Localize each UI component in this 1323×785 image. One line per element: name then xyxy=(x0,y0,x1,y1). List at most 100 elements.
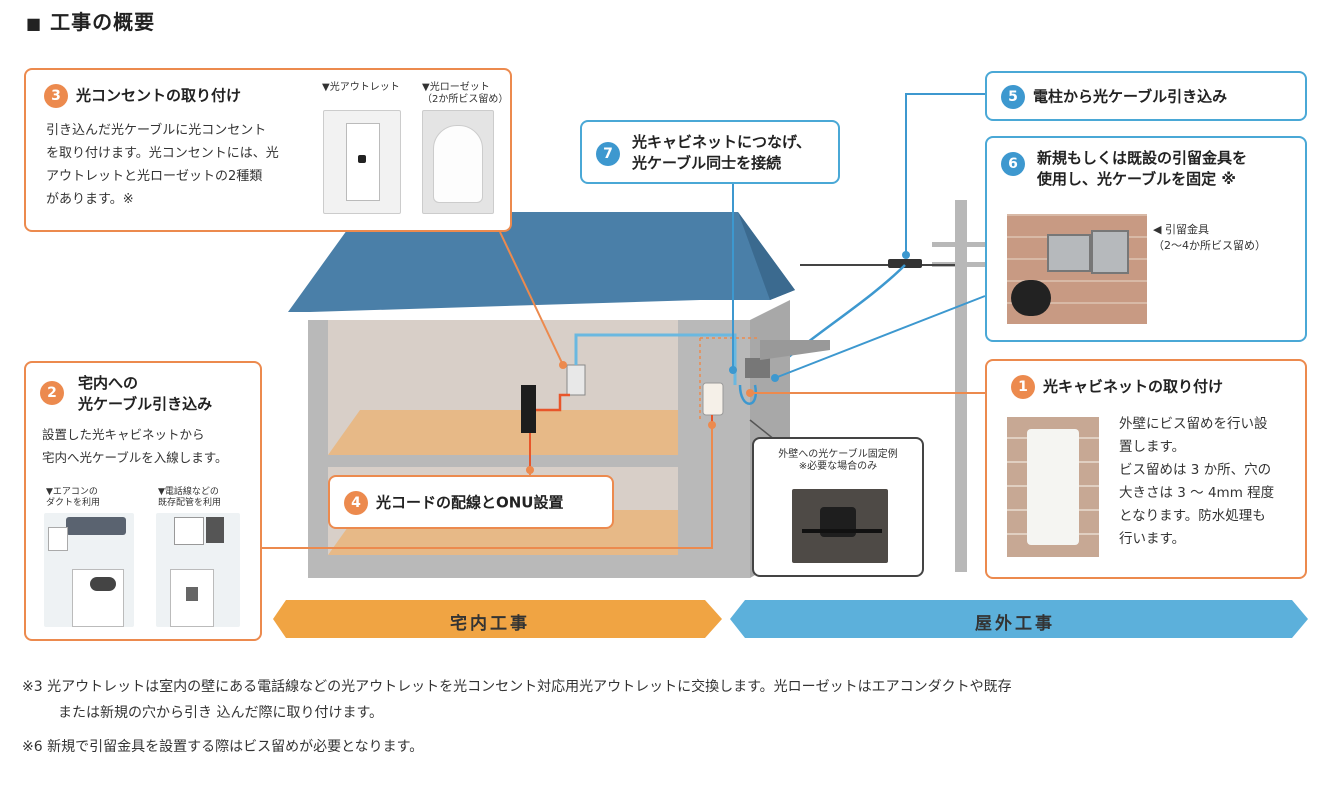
step-5-card: 5 電柱から光ケーブル引き込み xyxy=(985,71,1307,121)
step-2-title-line: 宅内への xyxy=(78,374,139,392)
outlet-photo xyxy=(323,110,401,214)
step-3-number: 3 xyxy=(44,84,68,108)
step-1-body: 外壁にビス留めを行い設 置します。 ビス留めは 3 か所、穴の 大きさは 3 ～… xyxy=(1119,413,1274,551)
step-6-title-line: 使用し、光ケーブルを固定 ※ xyxy=(1037,170,1236,188)
step-2-card: 2 宅内への 光ケーブル引き込み 設置した光キャビネットから 宅内へ光ケーブルを… xyxy=(24,361,262,641)
pipe-label: ▼電話線などの 既存配管を利用 xyxy=(158,487,221,509)
footnote-3-line: ※3 光アウトレットは室内の壁にある電話線などの光アウトレットを光コンセント対応… xyxy=(22,679,1012,695)
rosette-label-line: ▼光ローゼット xyxy=(422,82,490,93)
footnote-3-line: または新規の穴から引き 込んだ際に取り付けます。 xyxy=(58,705,384,721)
step-6-title-line: 新規もしくは既設の引留金具を xyxy=(1037,149,1248,167)
step-4-number: 4 xyxy=(344,491,368,515)
step-3-body-line: アウトレットと光ローゼットの2種類 xyxy=(46,169,263,184)
leader-wall-example xyxy=(749,419,776,441)
step-1-number: 1 xyxy=(1011,375,1035,399)
step-1-body-line: 大きさは 3 ～ 4mm 程度 xyxy=(1119,485,1275,501)
step-6-card: 6 新規もしくは既設の引留金具を 使用し、光ケーブルを固定 ※ ◀ 引留金具 （… xyxy=(985,136,1307,342)
clamp-label: ◀ 引留金具 （2～4か所ビス留め） xyxy=(1153,222,1266,254)
duct-label: ▼エアコンの ダクトを利用 xyxy=(46,487,100,509)
leader-6 xyxy=(774,295,986,379)
drop-cable xyxy=(769,264,906,373)
step-1-body-line: ビス留めは 3 か所、穴の xyxy=(1119,462,1272,478)
rosette-label-line: （2か所ビス留め） xyxy=(422,94,509,105)
step-7-number: 7 xyxy=(596,142,620,166)
clamp-label-line: （2～4か所ビス留め） xyxy=(1153,239,1266,252)
duct-label-line: ダクトを利用 xyxy=(46,498,101,508)
step-6-number: 6 xyxy=(1001,152,1025,176)
duct-label-line: ▼エアコンの xyxy=(46,487,98,497)
pipe-label-line: ▼電話線などの xyxy=(158,487,219,497)
upper-floor xyxy=(328,410,678,455)
wall-example-caption-line: 外壁への光ケーブル固定例 xyxy=(778,449,898,460)
rosette-photo xyxy=(422,110,494,214)
step-7-title-line: 光キャビネットにつなげ、 xyxy=(632,133,811,151)
step-1-header: 1 光キャビネットの取り付け xyxy=(1011,375,1223,399)
leader-3-dot xyxy=(559,361,567,369)
step-3-card: 3 光コンセントの取り付け 引き込んだ光ケーブルに光コンセント を取り付けます。光… xyxy=(24,68,512,232)
step-3-header: 3 光コンセントの取り付け xyxy=(44,84,241,108)
band-outdoor xyxy=(730,600,1308,638)
step-4-title: 光コードの配線とONU設置 xyxy=(376,493,564,512)
leader-1-dot xyxy=(746,389,754,397)
pipe-illustration xyxy=(156,513,240,627)
leader-5-dot xyxy=(902,251,910,259)
step-1-body-line: 外壁にビス留めを行い設 xyxy=(1119,416,1268,432)
step-3-title: 光コンセントの取り付け xyxy=(76,86,242,105)
step-2-title-line: 光ケーブル引き込み xyxy=(78,395,213,413)
step-3-body-line: を取り付けます。光コンセントには、光 xyxy=(46,146,279,161)
utility-pole xyxy=(955,200,967,572)
onu-device xyxy=(521,385,536,433)
rosette-label: ▼光ローゼット （2か所ビス留め） xyxy=(422,82,508,106)
cabinet-photo xyxy=(1007,417,1099,557)
aircon-duct-illustration xyxy=(44,513,134,627)
pipe-label-line: 既存配管を利用 xyxy=(158,498,222,508)
page-title: ■ 工事の概要 xyxy=(26,6,155,35)
step-5-header: 5 電柱から光ケーブル引き込み xyxy=(1001,85,1227,109)
step-1-body-line: となります。防水処理も xyxy=(1119,508,1266,524)
step-2-title: 宅内への 光ケーブル引き込み xyxy=(78,373,212,415)
title-text: 工事の概要 xyxy=(50,10,156,34)
floor-slab xyxy=(328,455,678,467)
band-outdoor-label: 屋外工事 xyxy=(975,614,1055,634)
step-3-body-line: 引き込んだ光ケーブルに光コンセント xyxy=(46,123,267,138)
step-5-number: 5 xyxy=(1001,85,1025,109)
roof-side xyxy=(738,212,795,300)
step-7-title: 光キャビネットにつなげ、 光ケーブル同士を接続 xyxy=(632,132,811,174)
wall-clamp xyxy=(745,358,770,378)
wall-clamp-photo xyxy=(792,489,888,563)
onu-cord xyxy=(536,393,570,412)
band-indoor-label: 宅内工事 xyxy=(450,614,530,634)
title-marker: ■ xyxy=(26,14,43,33)
optical-outlet xyxy=(566,364,586,396)
clamp-photo xyxy=(1007,214,1147,324)
leader-3 xyxy=(499,231,564,366)
step-1-body-line: 行います。 xyxy=(1119,531,1186,547)
step-5-title: 電柱から光ケーブル引き込み xyxy=(1033,87,1228,106)
step-2-number: 2 xyxy=(40,381,64,405)
step-2-body: 設置した光キャビネットから 宅内へ光ケーブルを入線します。 xyxy=(42,423,228,469)
leader-6-dot xyxy=(771,374,779,382)
leader-7-dot xyxy=(729,366,737,374)
house-roof xyxy=(288,212,795,312)
step-4-header: 4 光コードの配線とONU設置 xyxy=(344,491,564,515)
step-1-card: 1 光キャビネットの取り付け 外壁にビス留めを行い設 置します。 ビス留めは 3 … xyxy=(985,359,1307,579)
footnote-6: ※6 新規で引留金具を設置する際はビス留めが必要となります。 xyxy=(22,739,424,755)
step-2-body-line: 宅内へ光ケーブルを入線します。 xyxy=(42,450,228,465)
step-7-card: 7 光キャビネットにつなげ、 光ケーブル同士を接続 xyxy=(580,120,840,184)
clamp-bracket xyxy=(760,340,830,360)
step-7-title-line: 光ケーブル同士を接続 xyxy=(632,154,782,172)
clamp-label-line: ◀ 引留金具 xyxy=(1153,223,1209,236)
step-3-body: 引き込んだ光ケーブルに光コンセント を取り付けます。光コンセントには、光 アウト… xyxy=(46,119,316,211)
outlet-label: ▼光アウトレット xyxy=(322,82,400,93)
cabinet-loop xyxy=(738,384,758,405)
step-1-body-line: 置します。 xyxy=(1119,439,1186,455)
band-indoor xyxy=(273,600,722,638)
leader-2-dot xyxy=(708,421,716,429)
step-6-title: 新規もしくは既設の引留金具を 使用し、光ケーブルを固定 ※ xyxy=(1037,148,1247,190)
indoor-fiber xyxy=(574,333,737,385)
step-3-body-line: があります。※ xyxy=(46,192,134,207)
wall-example-card: 外壁への光ケーブル固定例 ※必要な場合のみ xyxy=(752,437,924,577)
wall-example-caption: 外壁への光ケーブル固定例 ※必要な場合のみ xyxy=(754,449,922,473)
step-1-title: 光キャビネットの取り付け xyxy=(1043,377,1224,396)
wall-example-caption-line: ※必要な場合のみ xyxy=(798,461,878,472)
